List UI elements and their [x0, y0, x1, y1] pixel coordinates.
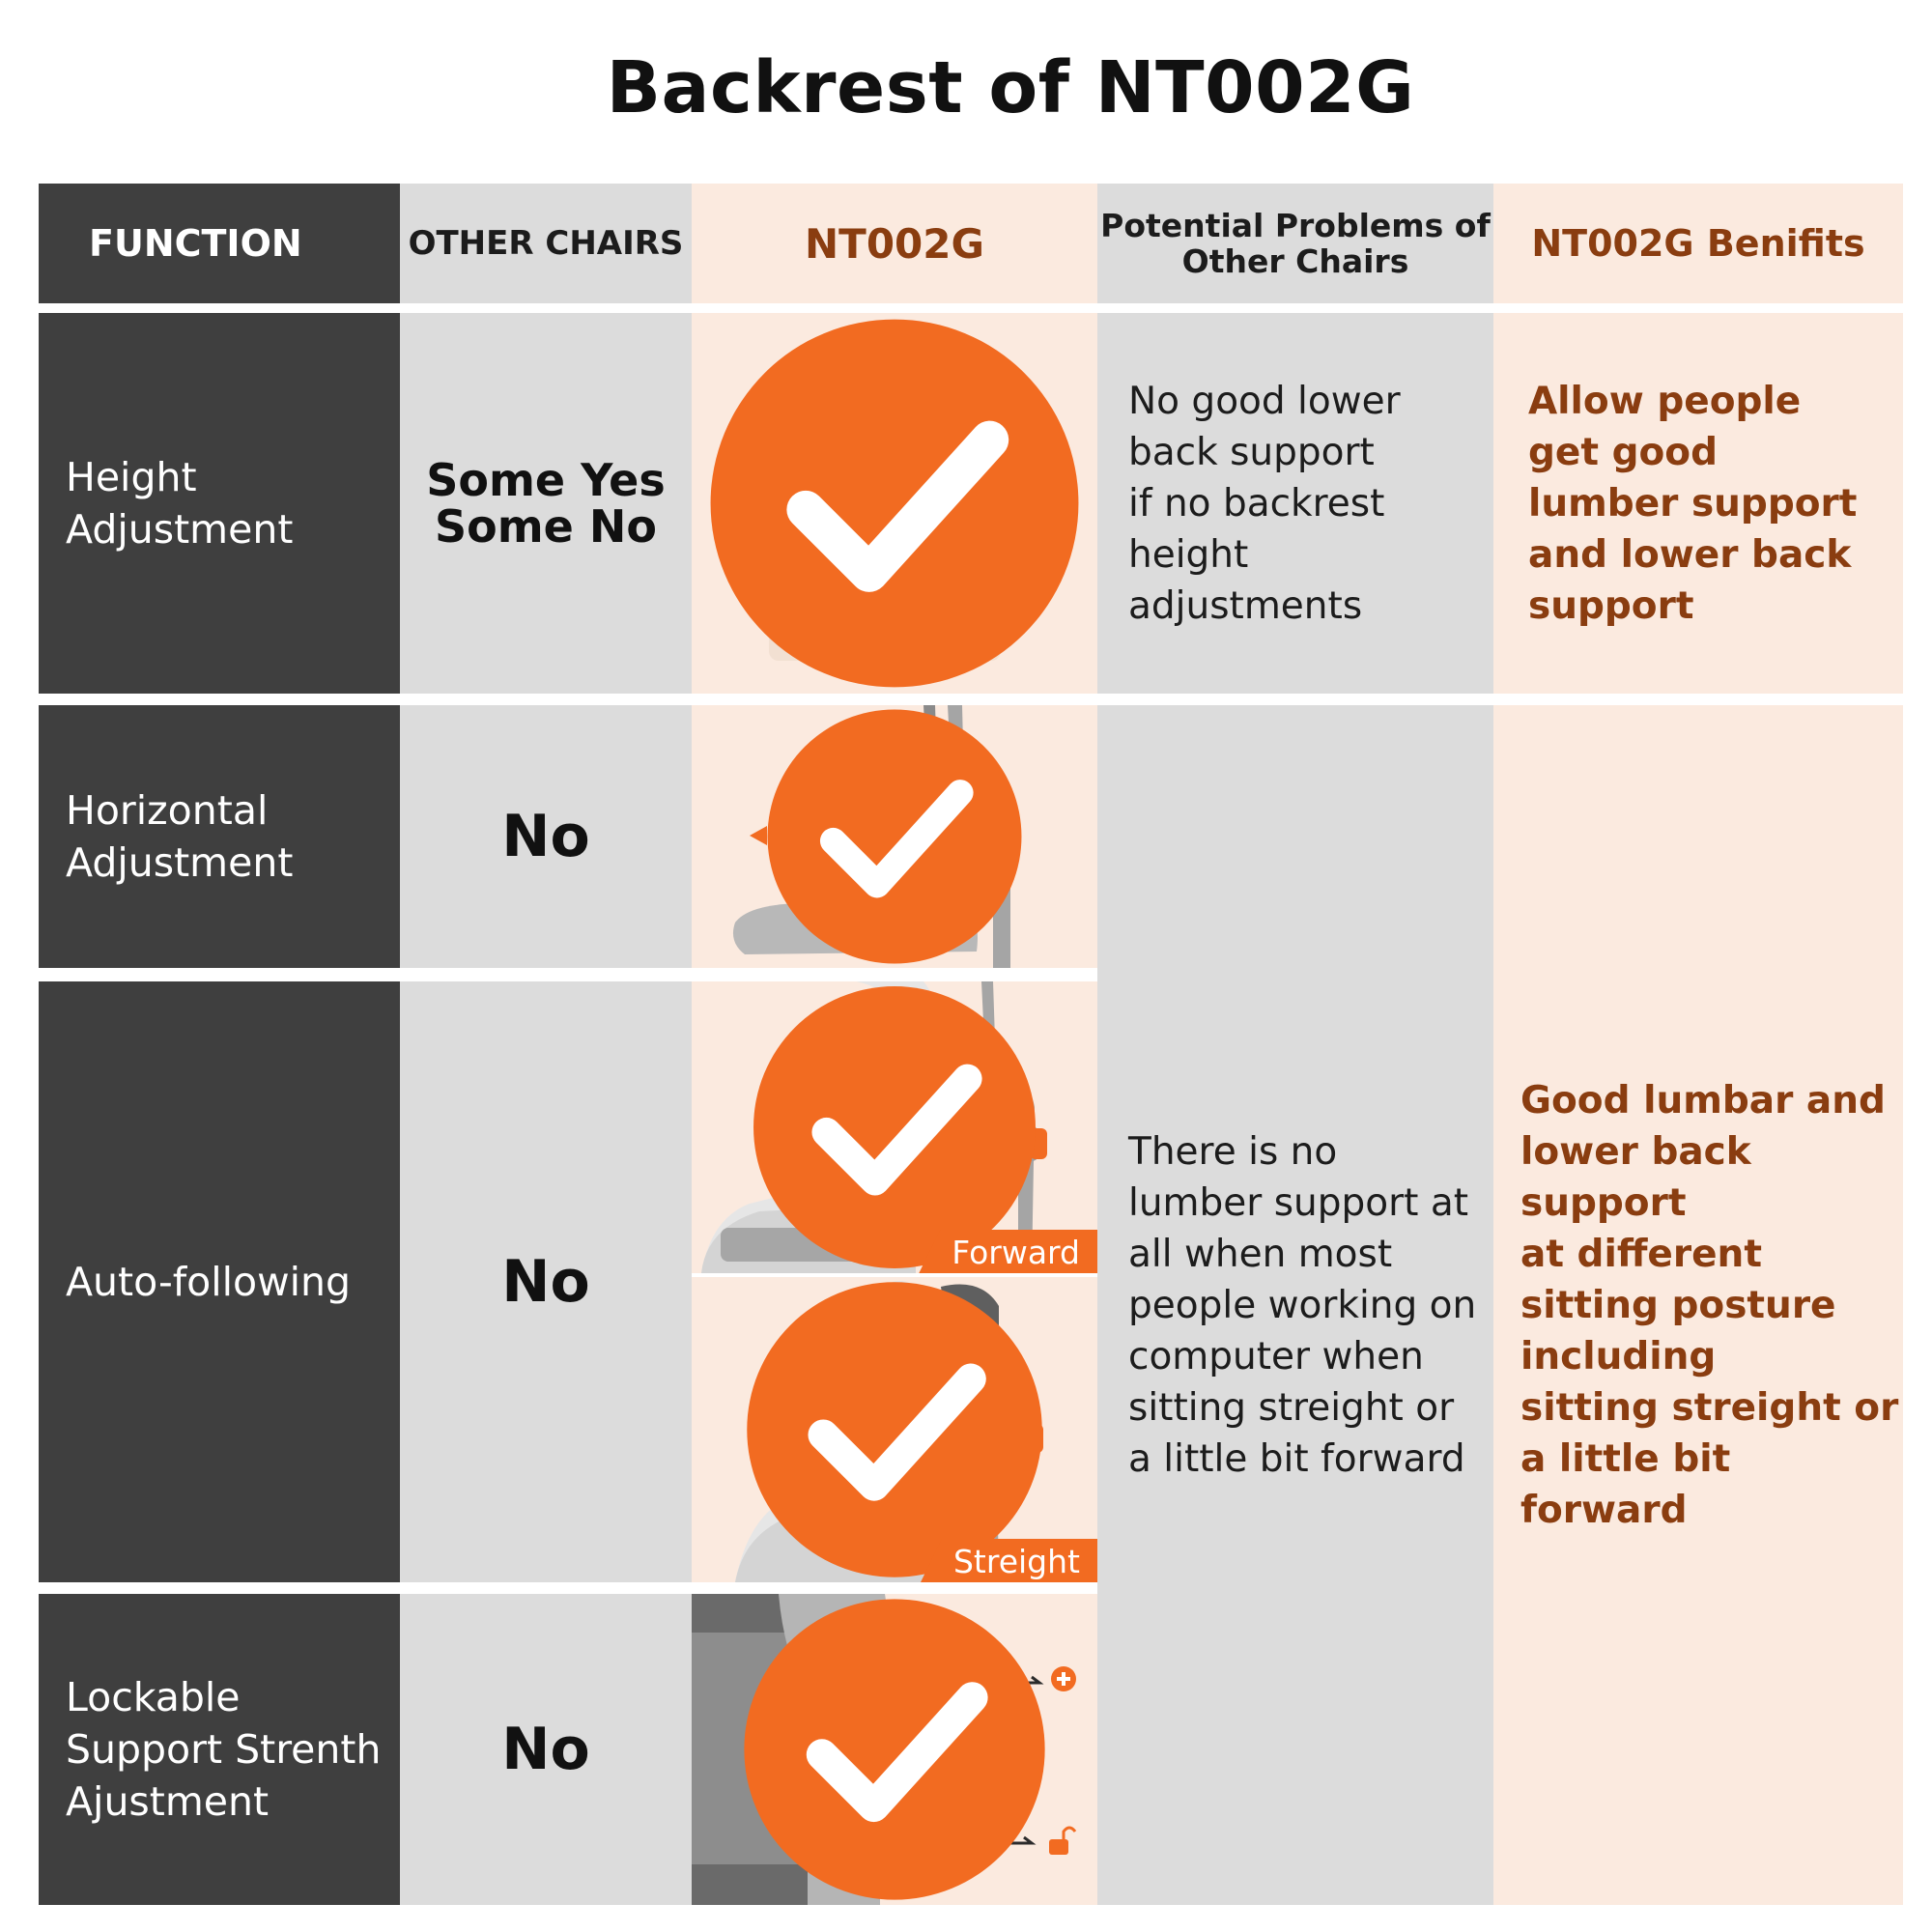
other-lockable-value: No [400, 1594, 692, 1905]
header-other-chairs: OTHER CHAIRS [400, 184, 692, 303]
check-icon [767, 709, 1022, 964]
check-icon [710, 319, 1079, 688]
function-auto-following: Auto-following [39, 981, 400, 1582]
benefit-height: Allow people get good lumber support and… [1493, 313, 1903, 694]
function-lockable-support: Lockable Support Strenth Ajustment [39, 1594, 400, 1905]
other-auto-following-value: No [400, 981, 692, 1582]
check-icon [747, 1282, 1042, 1577]
header-function: FUNCTION [39, 184, 400, 303]
image-auto-following-straight: Streight [692, 1277, 1097, 1582]
forward-tag: Forward [919, 1230, 1097, 1273]
other-height-value: Some Yes Some No [400, 313, 692, 694]
image-horizontal-adjustment [692, 705, 1097, 968]
check-icon [753, 986, 1036, 1268]
problem-lumbar: There is no lumber support at all when m… [1097, 705, 1493, 1905]
image-auto-following-forward: Forward [692, 981, 1097, 1273]
image-lockable-support [692, 1594, 1097, 1905]
plus-icon [1051, 1666, 1076, 1691]
image-height-adjustment: L3 L2 L1 [692, 313, 1097, 694]
straight-tag: Streight [920, 1539, 1097, 1582]
unlock-icon [1049, 1826, 1077, 1855]
header-problems: Potential Problems of Other Chairs [1097, 184, 1493, 303]
other-horizontal-value: No [400, 705, 692, 968]
check-icon [744, 1599, 1045, 1900]
header-nt002g: NT002G [692, 184, 1097, 303]
benefit-lumbar: Good lumbar and lower back support at di… [1493, 705, 1903, 1905]
function-height-adjustment: Height Adjustment [39, 313, 400, 694]
page-title: Backrest of NT002G [606, 46, 1415, 129]
function-horizontal-adjustment: Horizontal Adjustment [39, 705, 400, 968]
problem-height: No good lower back support if no backres… [1097, 313, 1493, 694]
header-benefits: NT002G Benifits [1493, 184, 1903, 303]
